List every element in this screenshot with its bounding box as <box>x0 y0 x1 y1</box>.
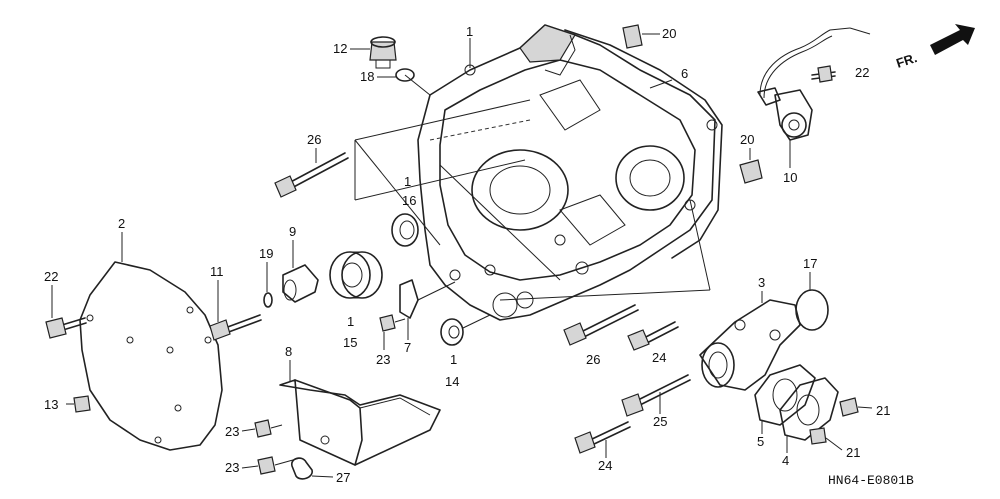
bolt-22-left <box>45 317 87 339</box>
plug-13 <box>66 395 91 413</box>
bolt-26-left <box>274 152 349 198</box>
callout-9: 9 <box>289 224 296 239</box>
callout-7: 7 <box>404 340 411 355</box>
callout-14: 14 <box>445 374 459 389</box>
dowel-pin-top <box>622 24 643 49</box>
callout-24-bottom: 24 <box>598 458 612 473</box>
o-ring-18 <box>395 68 415 82</box>
bolt-21-bottom <box>809 427 843 451</box>
direction-label: FR. <box>894 50 919 71</box>
plate-4 <box>779 377 839 441</box>
callout-3: 3 <box>758 275 765 290</box>
callout-27: 27 <box>336 470 350 485</box>
dowel-pin-right <box>739 159 763 184</box>
washer-19 <box>263 292 273 308</box>
callout-20-top: 20 <box>662 26 676 41</box>
bolt-25 <box>621 374 691 417</box>
callout-23-mid: 23 <box>225 424 239 439</box>
leader-lines <box>354 38 711 301</box>
callout-1-seal: 1 <box>347 314 354 329</box>
bolt-24-mid <box>627 321 679 351</box>
callout-10: 10 <box>783 170 797 185</box>
bolt-11 <box>209 314 262 341</box>
bolt-26-bottom <box>563 304 639 346</box>
bolt-23-top <box>379 314 406 332</box>
callout-19: 19 <box>259 246 273 261</box>
callout-24-mid: 24 <box>652 350 666 365</box>
callout-2: 2 <box>118 216 125 231</box>
callout-21-bottom: 21 <box>846 445 860 460</box>
callout-23-top: 23 <box>376 352 390 367</box>
oil-seal-16 <box>391 213 419 247</box>
callout-17: 17 <box>803 256 817 271</box>
callout-1-top: 1 <box>466 24 473 39</box>
bearing-15 <box>329 251 383 299</box>
bolt-22-right <box>811 65 836 83</box>
bracket-8 <box>279 379 441 466</box>
callout-4: 4 <box>782 453 789 468</box>
callout-23-bottom: 23 <box>225 460 239 475</box>
callout-12: 12 <box>333 41 347 56</box>
callout-13: 13 <box>44 397 58 412</box>
callout-1-small: 1 <box>450 352 457 367</box>
clamp-7 <box>399 279 456 319</box>
water-pipe-3 <box>699 299 801 391</box>
bolt-21-top <box>839 397 873 417</box>
clip-27 <box>291 457 313 480</box>
diagram-code: HN64-E0801B <box>828 473 914 488</box>
front-direction-arrow-icon <box>930 24 975 55</box>
bolt-24-bottom <box>574 421 631 454</box>
callout-26-left: 26 <box>307 132 321 147</box>
oil-seal-14 <box>440 314 491 346</box>
bolt-23-mid <box>254 419 283 438</box>
callout-5: 5 <box>757 434 764 449</box>
callout-18: 18 <box>360 69 374 84</box>
callout-15: 15 <box>343 335 357 350</box>
gasket-5 <box>754 364 816 426</box>
crankcase-cover <box>417 24 718 321</box>
callout-20-right: 20 <box>740 132 754 147</box>
left-cover-plate <box>79 261 223 451</box>
callout-11: 11 <box>210 264 224 279</box>
cover-gasket <box>564 29 723 259</box>
callout-26-bottom: 26 <box>586 352 600 367</box>
callout-1-mid: 1 <box>404 174 411 189</box>
oil-filler-cap <box>369 36 397 69</box>
callout-8: 8 <box>285 344 292 359</box>
callout-6: 6 <box>681 66 688 81</box>
o-ring-17 <box>795 289 829 331</box>
callout-25: 25 <box>653 414 667 429</box>
fitting-9 <box>282 264 319 303</box>
callout-21-top: 21 <box>876 403 890 418</box>
callout-labels: 1 12 18 20 6 22 26 1 16 20 10 2 22 11 19… <box>44 24 890 485</box>
callout-16: 16 <box>402 193 416 208</box>
callout-22-left: 22 <box>44 269 58 284</box>
sensor-assembly <box>757 27 871 141</box>
callout-22-right: 22 <box>855 65 869 80</box>
